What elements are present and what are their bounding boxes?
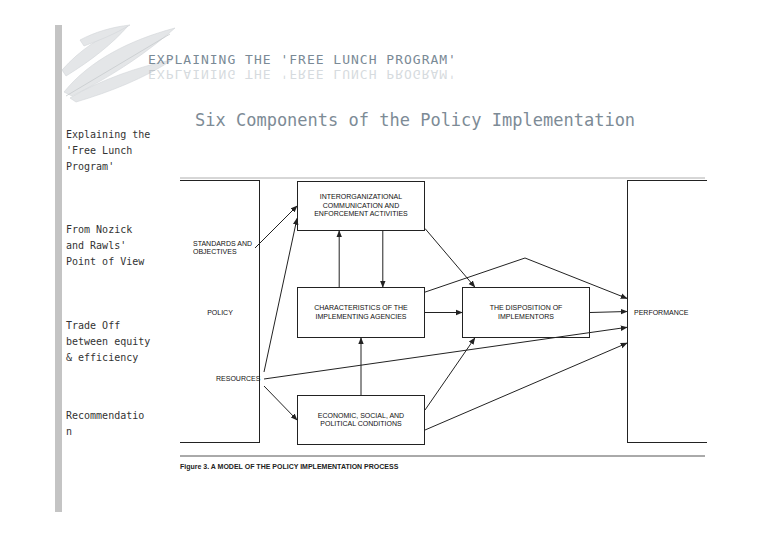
- flow-arrow: [425, 338, 475, 410]
- process-box: INTERORGANIZATIONAL COMMUNICATION AND EN…: [297, 181, 425, 231]
- process-box: ECONOMIC, SOCIAL, AND POLITICAL CONDITIO…: [297, 395, 425, 445]
- policy-element: RESOURCES: [216, 372, 264, 386]
- sidebar-item: From Nozick and Rawls' Point of View: [66, 222, 156, 270]
- slide-title: EXPLAINING THE 'FREE LUNCH PROGRAM': [148, 52, 457, 67]
- node-text: CHARACTERISTICS OF THE IMPLEMENTING AGEN…: [301, 304, 421, 321]
- flow-arrow: [425, 312, 462, 313]
- process-box: CHARACTERISTICS OF THE IMPLEMENTING AGEN…: [297, 287, 425, 338]
- policy-bracket: POLICY STANDARDS AND OBJECTIVES RESOURCES: [180, 180, 260, 443]
- flow-arrow: [361, 338, 362, 395]
- flow-arrow: [425, 343, 627, 430]
- flow-arrow: [382, 231, 383, 287]
- node-text: INTERORGANIZATIONAL COMMUNICATION AND EN…: [301, 193, 421, 218]
- flow-arrow: [264, 386, 297, 420]
- node-text: POLICY: [180, 309, 260, 317]
- figure-caption: Figure 3. A MODEL OF THE POLICY IMPLEMEN…: [180, 463, 398, 470]
- flow-arrow: [590, 312, 627, 313]
- flow-arrow: [264, 219, 297, 373]
- figure-rule: [180, 456, 705, 457]
- node-text: RESOURCES: [216, 375, 260, 383]
- flow-arrow: [339, 231, 340, 287]
- sidebar-item: Trade Off between equity & efficiency: [66, 318, 156, 366]
- sidebar-item: Recommendatio n: [66, 408, 154, 440]
- flow-arrow: [255, 206, 297, 248]
- node-text: THE DISPOSITION OF IMPLEMENTORS: [466, 304, 586, 321]
- node-text: ECONOMIC, SOCIAL, AND POLITICAL CONDITIO…: [301, 412, 421, 429]
- side-bar: [55, 25, 62, 512]
- node-text: STANDARDS AND OBJECTIVES: [193, 240, 255, 257]
- sidebar-item: Explaining the 'Free Lunch Program': [66, 127, 156, 175]
- title-reflection: EXPLAINING THE 'FREE LUNCH PROGRAM': [148, 67, 457, 82]
- flow-arrow: [425, 229, 475, 288]
- slide-heading: Six Components of the Policy Implementat…: [195, 110, 635, 130]
- policy-element: STANDARDS AND OBJECTIVES: [193, 236, 255, 260]
- figure-rule: [180, 178, 705, 179]
- process-box: THE DISPOSITION OF IMPLEMENTORS: [462, 287, 590, 338]
- node-text: PERFORMANCE: [634, 309, 688, 317]
- performance-bracket: PERFORMANCE: [627, 180, 707, 443]
